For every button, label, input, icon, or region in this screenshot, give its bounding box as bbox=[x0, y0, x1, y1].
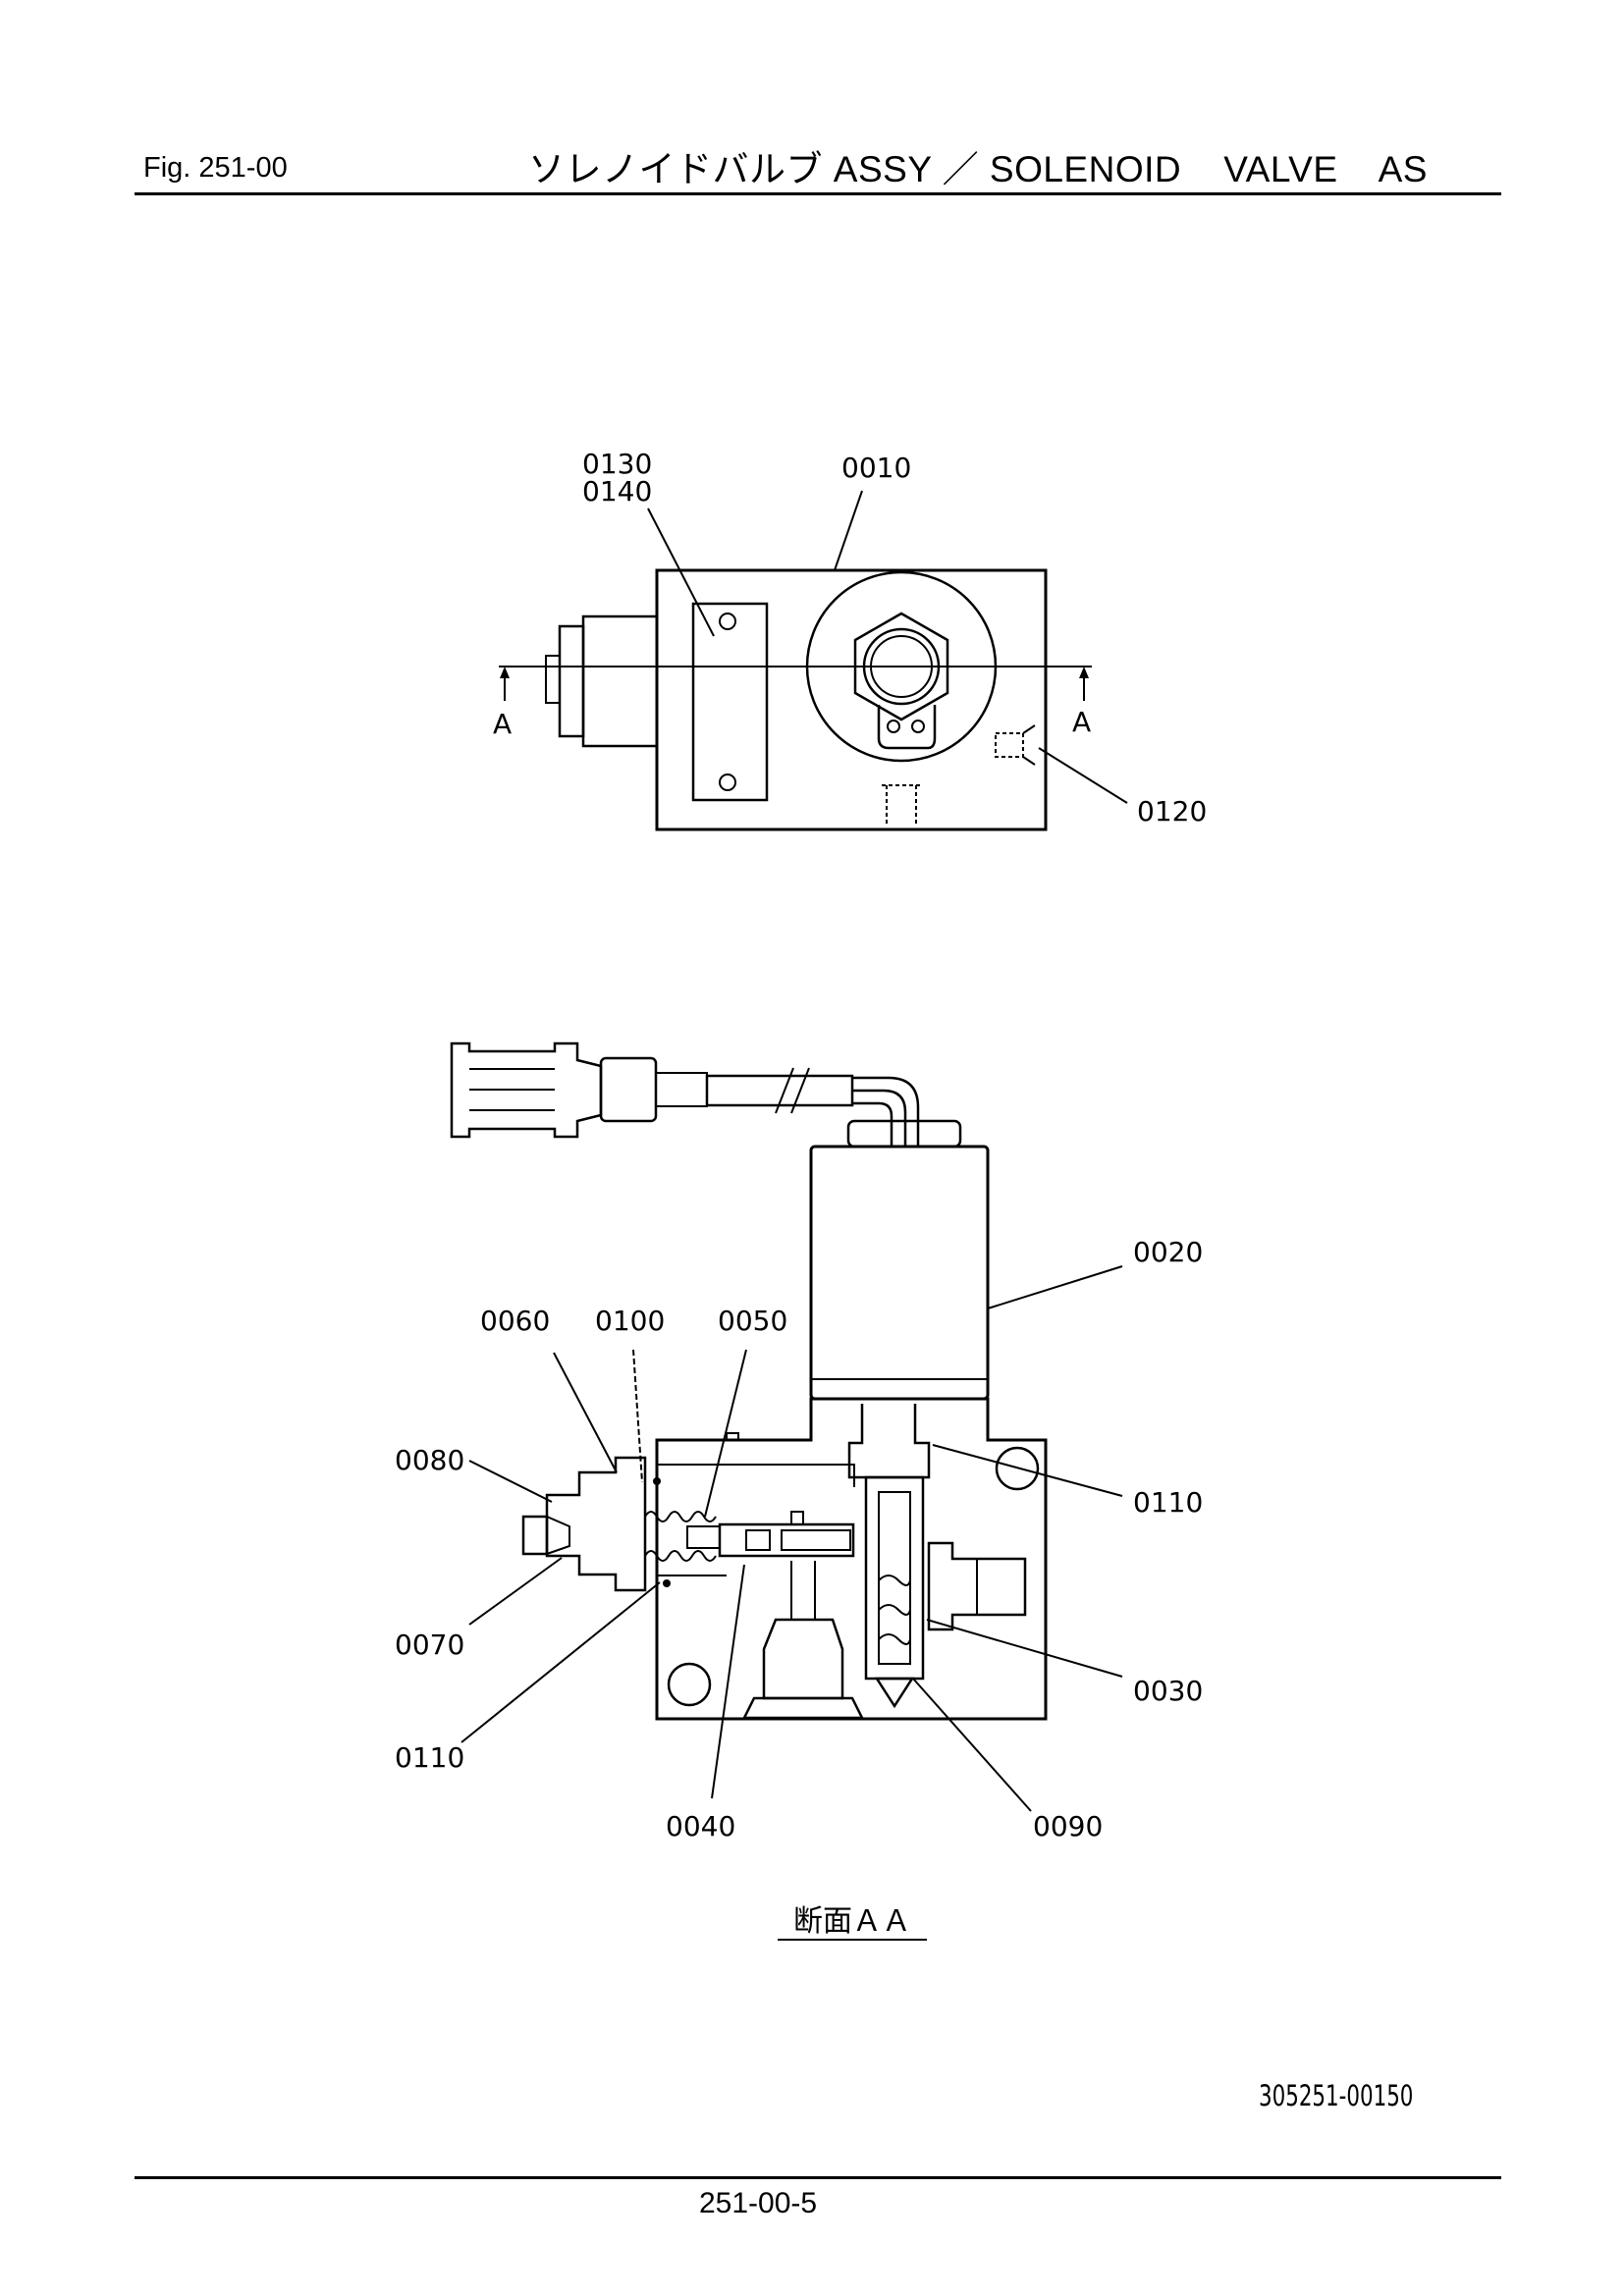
leader-0010 bbox=[834, 490, 863, 571]
leader-0040 bbox=[711, 1564, 745, 1799]
leader-0090 bbox=[912, 1678, 1032, 1812]
leader-0020 bbox=[987, 1265, 1123, 1309]
spool-land-1 bbox=[745, 1529, 771, 1551]
spool-land-2 bbox=[781, 1529, 851, 1551]
hex-socket bbox=[546, 1516, 570, 1555]
callout-0100: 0100 bbox=[595, 1305, 665, 1337]
spring-seat bbox=[686, 1525, 721, 1549]
o-ring-top bbox=[653, 1477, 661, 1485]
nut-hex bbox=[853, 612, 949, 721]
connector-cap bbox=[558, 624, 585, 738]
spring-coil-upper bbox=[644, 1511, 717, 1522]
cable-sleeve bbox=[656, 1072, 708, 1107]
callout-0020: 0020 bbox=[1133, 1236, 1203, 1268]
bracket-hole-b bbox=[911, 720, 925, 733]
terminal-bracket bbox=[877, 705, 937, 750]
plug-boot bbox=[599, 1056, 658, 1123]
cartridge-top bbox=[847, 1404, 931, 1479]
connector-housing bbox=[581, 614, 659, 748]
callout-0070: 0070 bbox=[395, 1629, 464, 1661]
section-arrow-right-head bbox=[1079, 667, 1089, 678]
top-view: A A 0130 0140 0010 0120 bbox=[493, 448, 1207, 831]
internal-passage bbox=[657, 1464, 855, 1576]
body-plug-top bbox=[726, 1432, 739, 1440]
footer-rule bbox=[135, 2176, 1501, 2179]
callout-0090: 0090 bbox=[1033, 1810, 1103, 1842]
header-rule bbox=[135, 192, 1501, 195]
callout-0030: 0030 bbox=[1133, 1675, 1203, 1707]
lower-plug-flange bbox=[741, 1696, 865, 1720]
callout-0110-right: 0110 bbox=[1133, 1486, 1203, 1519]
spool-bore bbox=[718, 1522, 855, 1558]
leader-0110-right bbox=[932, 1444, 1123, 1497]
cartridge-spring bbox=[878, 1575, 911, 1645]
wire-2 bbox=[852, 1089, 907, 1147]
plate-hole-top bbox=[719, 613, 736, 630]
callout-0010: 0010 bbox=[841, 452, 911, 484]
leader-0050 bbox=[704, 1349, 747, 1518]
section-caption: 断面ＡＡ bbox=[793, 1904, 911, 1939]
leader-0070 bbox=[468, 1557, 563, 1626]
cartridge-tip bbox=[874, 1677, 915, 1709]
wire-1 bbox=[852, 1076, 920, 1147]
o-ring-bottom bbox=[663, 1579, 671, 1587]
callout-0080: 0080 bbox=[395, 1444, 464, 1476]
leader-0130 bbox=[647, 507, 715, 637]
drawing-number: 305251-00150 bbox=[1259, 2079, 1414, 2112]
adjusting-screw-head bbox=[521, 1515, 549, 1556]
spring-coil-lower bbox=[644, 1550, 717, 1562]
bracket-hole-a bbox=[887, 720, 900, 733]
port-dashed-right bbox=[995, 732, 1024, 758]
solenoid-coil-housing bbox=[809, 1145, 990, 1401]
port-dashed-bottom bbox=[882, 784, 921, 827]
cable-break bbox=[775, 1067, 810, 1114]
figure-number: Fig. 251-00 bbox=[143, 152, 288, 184]
callout-0110-left: 0110 bbox=[395, 1741, 464, 1774]
lower-plug bbox=[762, 1618, 844, 1700]
callout-0060: 0060 bbox=[480, 1305, 550, 1337]
adjusting-screw-body bbox=[545, 1456, 647, 1592]
leader-0110-left bbox=[460, 1581, 661, 1743]
body-port-lower bbox=[667, 1662, 712, 1707]
cartridge-spool bbox=[878, 1491, 911, 1665]
valve-body-top bbox=[655, 568, 1048, 831]
leader-0060 bbox=[553, 1352, 618, 1473]
plate-hole-bottom bbox=[719, 774, 736, 791]
leader-0030 bbox=[926, 1619, 1123, 1678]
section-marker-left: A bbox=[493, 708, 512, 740]
page-title: ソレノイドバルブ ASSY ／ SOLENOID VALVE AS bbox=[528, 149, 1428, 189]
spool-pin bbox=[790, 1511, 804, 1525]
section-arrow-left-head bbox=[500, 667, 510, 678]
connector-tip bbox=[545, 655, 561, 704]
wire-3 bbox=[852, 1101, 893, 1147]
callout-0130: 0130 bbox=[582, 448, 652, 480]
page-number: 251-00-5 bbox=[699, 2187, 818, 2219]
body-port-upper bbox=[995, 1446, 1040, 1491]
side-fitting bbox=[927, 1541, 1027, 1631]
section-view: 0020 0060 0100 0050 0080 0110 0070 0110 … bbox=[395, 1041, 1203, 1941]
section-marker-right: A bbox=[1072, 706, 1091, 738]
leader-0080 bbox=[468, 1460, 553, 1503]
leader-0120 bbox=[1038, 747, 1128, 804]
cover-plate bbox=[691, 602, 769, 802]
callout-0140: 0140 bbox=[582, 475, 652, 507]
leader-0100 bbox=[632, 1349, 643, 1483]
callout-0120: 0120 bbox=[1137, 795, 1207, 828]
port-dashed-right-lines bbox=[1022, 724, 1036, 766]
callout-0040: 0040 bbox=[666, 1810, 735, 1842]
callout-0050: 0050 bbox=[718, 1305, 787, 1337]
